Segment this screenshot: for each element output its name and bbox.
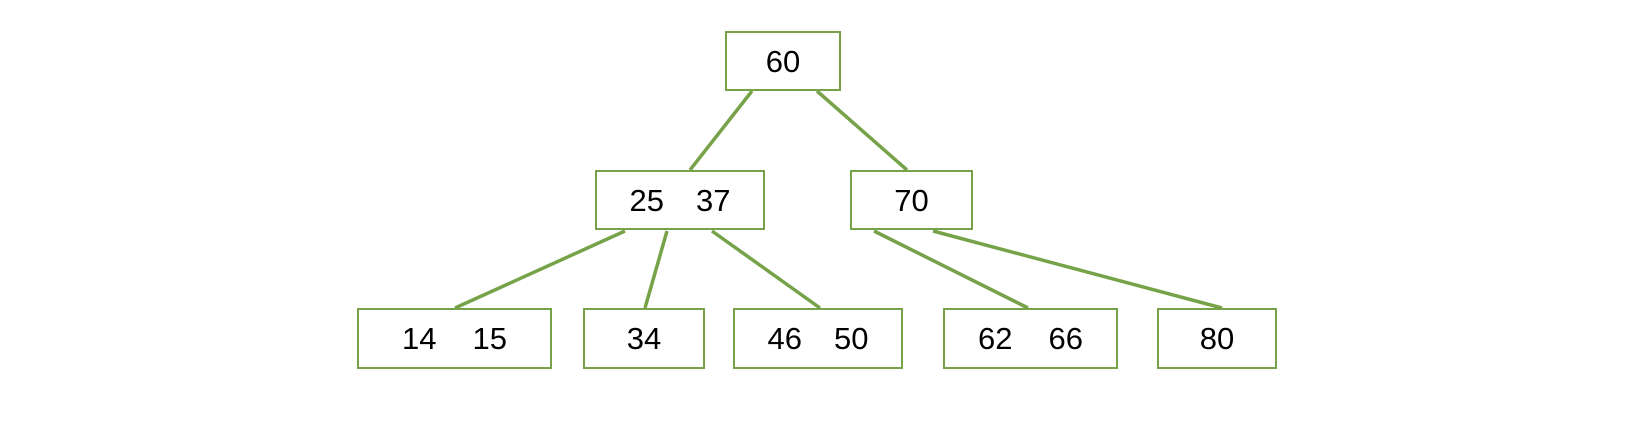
- btree-node-internal-left: 25 37: [595, 170, 765, 230]
- node-key: 37: [696, 182, 731, 218]
- btree-node-leaf-4: 62 66: [943, 308, 1118, 369]
- node-key: 15: [472, 321, 507, 356]
- node-key: 70: [894, 182, 929, 218]
- node-key: 80: [1199, 321, 1235, 356]
- btree-node-leaf-2: 34: [583, 308, 705, 369]
- btree-node-internal-right: 70: [850, 170, 973, 230]
- node-key: 66: [1048, 321, 1083, 356]
- edge-internal-left-to-leaf-2: [643, 230, 669, 309]
- edge-internal-right-to-leaf-5: [932, 229, 1223, 310]
- edge-internal-left-to-leaf-3: [710, 229, 822, 310]
- node-key: 25: [629, 182, 664, 218]
- btree-node-leaf-5: 80: [1157, 308, 1277, 369]
- btree-node-leaf-1: 14 15: [357, 308, 552, 369]
- node-key: 62: [978, 321, 1013, 356]
- btree-node-root: 60: [725, 31, 841, 91]
- edge-root-to-internal-right: [815, 89, 909, 172]
- node-key: 60: [765, 43, 801, 79]
- node-key: 46: [767, 321, 802, 356]
- edge-root-to-internal-left: [688, 89, 754, 172]
- node-key: 50: [834, 321, 869, 356]
- btree-node-leaf-3: 46 50: [733, 308, 903, 369]
- node-key: 34: [626, 321, 662, 356]
- edge-internal-left-to-leaf-1: [454, 229, 626, 310]
- edge-internal-right-to-leaf-4: [873, 229, 1029, 310]
- node-key: 14: [402, 321, 437, 356]
